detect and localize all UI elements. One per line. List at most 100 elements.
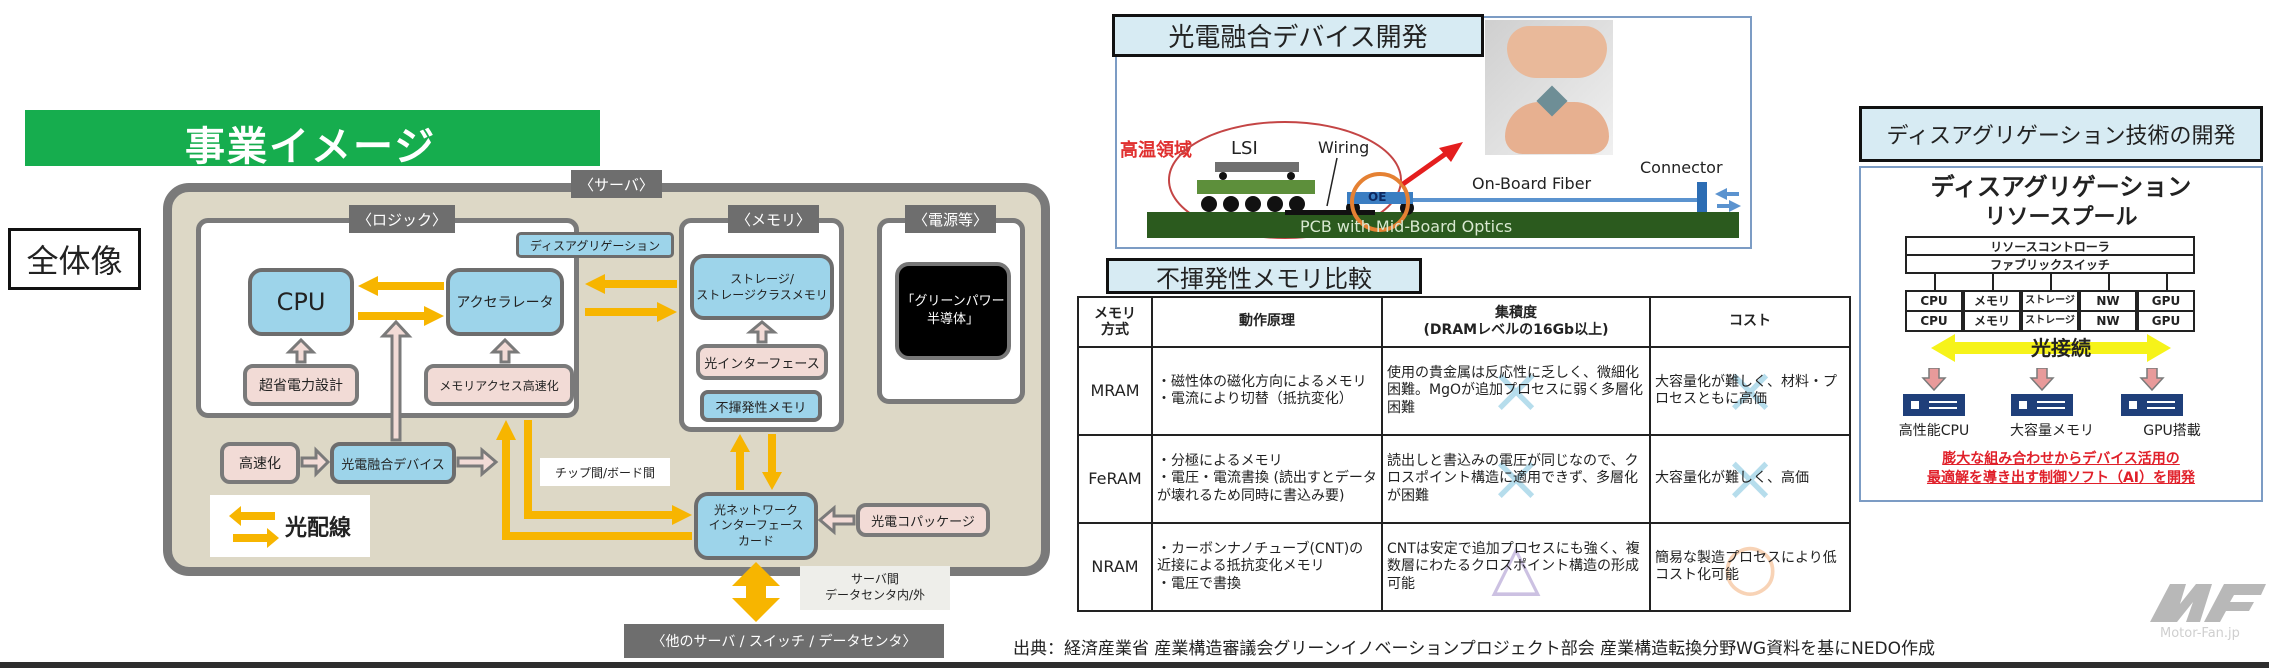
disaggregation-title: ディスアグリゲーション技術の開発	[1859, 106, 2263, 162]
header-cost: コスト	[1649, 296, 1851, 348]
resource-pool-heading: リソースプール	[1984, 205, 2138, 230]
server-label-cpu: 高性能CPU	[1898, 423, 1970, 439]
optical-wiring-arrows	[358, 274, 782, 622]
pool-cell: メモリ	[1963, 312, 2021, 332]
oe-label: OE	[1368, 190, 1387, 204]
resource-controller: リソースコントローラ	[1905, 236, 2195, 256]
green-power-semiconductor-box: 「グリーンパワー 半導体」	[895, 262, 1011, 360]
density-text: 読出しと書込みの電圧が同じなので、クロスポイント構造に適用できず、多層化が困難	[1387, 453, 1639, 504]
on-board-fiber-label: On-Board Fiber	[1472, 174, 1592, 193]
optical-connect-label: 光接続	[2031, 336, 2091, 360]
row-name: MRAM	[1077, 346, 1153, 436]
lsi-label: LSI	[1231, 138, 1258, 159]
watermark-text: Motor-Fan.jp	[2160, 626, 2240, 641]
connector-label: Connector	[1640, 158, 1723, 177]
legend-box: 光配線	[210, 495, 370, 557]
business-image-header: 事業イメージ	[25, 110, 600, 170]
cpu-box: CPU	[248, 268, 354, 336]
header-density: 集積度 (DRAMレベルの16Gb以上)	[1381, 296, 1651, 348]
pool-cell: メモリ	[1963, 292, 2021, 312]
source-citation: 出典：経済産業省 産業構造審議会グリーンイノベーションプロジェクト部会 産業構造…	[1013, 639, 1936, 659]
row-cost: ×大容量化が難しく、高価	[1649, 434, 1851, 524]
optoelectronic-copackage-box: 光電コパッケージ	[856, 503, 990, 537]
arrow-cpu-to-accel	[358, 306, 444, 326]
server-label-gpu: GPU搭載	[2143, 423, 2201, 439]
finger-top	[1507, 26, 1607, 78]
optical-nic-box: 光ネットワーク インターフェース カード	[694, 492, 818, 560]
mf-logo-icon	[2150, 584, 2266, 622]
inter-server-label: サーバ間 データセンタ内/外	[800, 566, 950, 610]
memory-comparison-table: メモリ 方式 動作原理 集積度 (DRAMレベルの16Gb以上) コスト MRA…	[1077, 296, 1851, 612]
density-text: 使用の貴金属は反応性に乏しく、微細化困難。MgOが追加プロセスに弱く多層化困難	[1387, 365, 1643, 416]
arrow-up-to-accel	[496, 420, 516, 540]
row-name: FeRAM	[1077, 434, 1153, 524]
pcb-board	[1147, 212, 1739, 238]
optical-connect-arrow-icon	[1931, 334, 2171, 362]
disaggregation-tag: ディスアグリゲーション	[516, 232, 674, 258]
arrow-accel-to-cpu	[358, 276, 444, 296]
down-arrow-icon	[1921, 368, 1947, 392]
fabric-switch: ファブリックスイッチ	[1905, 254, 2195, 274]
pcb-diagram	[1147, 121, 1741, 239]
other-servers-label: 〈他のサーバ / スイッチ / データセンタ〉	[624, 624, 944, 658]
development-arrows	[285, 319, 856, 536]
wiring-label: Wiring	[1318, 138, 1370, 157]
server-icon	[2121, 394, 2183, 416]
cost-text: 大容量化が難しく、高価	[1655, 470, 1809, 487]
package-substrate	[1197, 180, 1315, 194]
disaggregation-heading: ディスアグリゲーション	[1930, 173, 2192, 201]
pool-grid: CPU メモリ ストレージ NW GPU CPU メモリ ストレージ NW GP…	[1905, 290, 2195, 332]
arrow-logic-to-memory	[585, 302, 677, 322]
memory-comparison-title: 不揮発性メモリ比較	[1106, 258, 1422, 294]
speedup-box: 高速化	[220, 442, 300, 484]
table-header-row: メモリ 方式 動作原理 集積度 (DRAMレベルの16Gb以上) コスト	[1077, 296, 1851, 348]
storage-box: ストレージ/ ストレージクラスメモリ	[690, 254, 834, 320]
arrow-nic-external	[732, 562, 780, 622]
table-row: FeRAM ・分極によるメモリ ・電圧・電流書換 (読出すとデータが壊れるため同…	[1077, 434, 1851, 524]
optoelectronic-device-title: 光電融合デバイス開発	[1112, 14, 1484, 57]
row-principle: ・分極によるメモリ ・電圧・電流書換 (読出すとデータが壊れるため同時に書込み要…	[1151, 434, 1383, 524]
memory-label: 〈メモリ〉	[728, 205, 820, 233]
row-principle: ・カーボンナノチューブ(CNT)の近接による抵抗変化メモリ ・電圧で書換	[1151, 522, 1383, 612]
density-text: CNTは安定で追加プロセスにも強く、複数層にわたるクロスポイント構造の形成可能	[1387, 541, 1640, 592]
arrow-up-to-accelerator	[489, 337, 521, 364]
pool-row: CPU メモリ ストレージ NW GPU	[1905, 292, 2195, 312]
logic-label: 〈ロジック〉	[349, 205, 456, 233]
pcb-label: PCB with Mid-Board Optics	[1300, 217, 1513, 236]
arrow-to-nic	[524, 505, 692, 525]
server-icon	[2011, 394, 2073, 416]
pool-cell: GPU	[2137, 312, 2195, 332]
oe-highlight-circle	[1350, 172, 1410, 232]
server-label-memory: 大容量メモリ	[2010, 423, 2094, 439]
connector	[1697, 182, 1707, 212]
table-row: NRAM ・カーボンナノチューブ(CNT)の近接による抵抗変化メモリ ・電圧で書…	[1077, 522, 1851, 612]
switch-links	[1934, 272, 2168, 292]
cost-text: 簡易な製造プロセスにより低コスト化可能	[1655, 549, 1837, 583]
row-density: △CNTは安定で追加プロセスにも強く、複数層にわたるクロスポイント構造の形成可能	[1381, 522, 1651, 612]
server-icon	[1903, 394, 1965, 416]
optical-interface-box: 光インターフェース	[696, 344, 828, 380]
bottom-bar	[0, 662, 2269, 668]
on-board-fiber	[1413, 198, 1699, 202]
business-image-title: 事業イメージ	[185, 124, 437, 170]
arrow-copackage-to-nic	[817, 504, 856, 536]
pointer-arrow	[1401, 147, 1453, 187]
cost-text: 大容量化が難しく、材料・プロセスともに高価	[1655, 373, 1837, 407]
disaggregation-panel: ディスアグリゲーション リソースプール リソースコントローラ ファブリックスイッ…	[1859, 166, 2263, 502]
header-method: メモリ 方式	[1077, 296, 1153, 348]
pool-cell: NW	[2079, 292, 2137, 312]
row-cost: ○簡易な製造プロセスにより低コスト化可能	[1649, 522, 1851, 612]
server-label: 〈サーバ〉	[571, 170, 662, 198]
arrow-up-to-storage	[745, 320, 779, 344]
arrow-up-to-cpu	[285, 337, 317, 364]
arrow-memory-to-logic	[585, 274, 677, 294]
lsi-die	[1215, 162, 1299, 172]
row-principle: ・磁性体の磁化方向によるメモリ ・電流により切替（抵抗変化）	[1151, 346, 1383, 436]
oe-chip	[1347, 192, 1413, 204]
down-arrows	[1921, 368, 2165, 392]
pool-cell: NW	[2079, 312, 2137, 332]
arrow-device-up	[379, 319, 413, 442]
row-name: NRAM	[1077, 522, 1153, 612]
ai-control-note: 膨大な組み合わせからデバイス活用の 最適解を導き出す制御ソフト（AI）を開発	[1926, 451, 2196, 486]
down-arrow-icon	[2139, 368, 2165, 392]
